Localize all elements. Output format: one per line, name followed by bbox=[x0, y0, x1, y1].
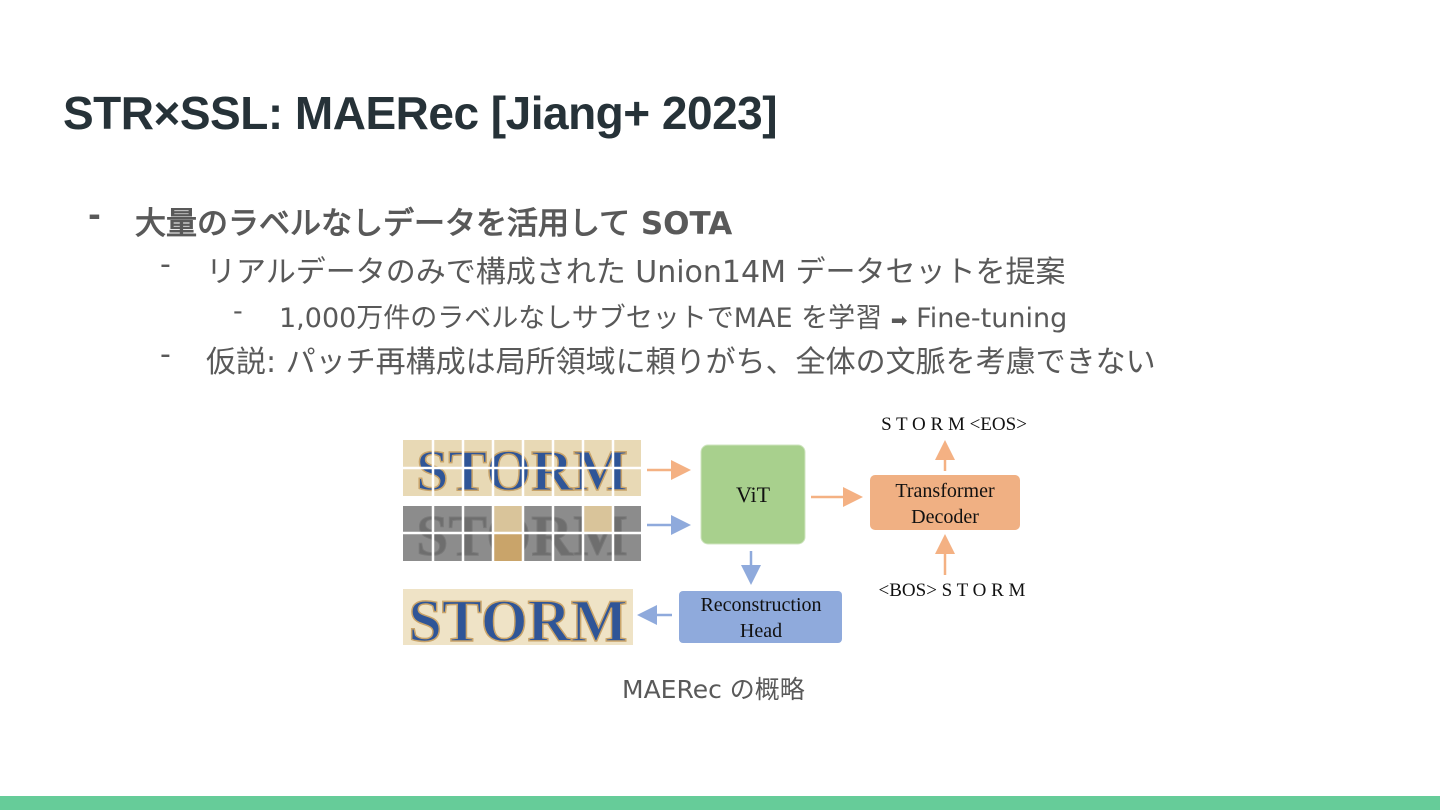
bullet-tail-text: Fine-tuning bbox=[916, 303, 1068, 334]
right-arrow-icon: ➡ bbox=[890, 308, 908, 332]
reconstruction-head-block: Reconstruction Head bbox=[679, 591, 842, 643]
output-tokens: S T O R M <EOS> bbox=[881, 414, 1027, 435]
decoder-label-line1: Transformer bbox=[895, 480, 995, 502]
bullet-text: 1,000万件のラベルなしサブセットでMAE を学習 bbox=[279, 303, 883, 334]
head-label-line2: Head bbox=[740, 620, 782, 642]
vit-block: ViT bbox=[700, 444, 806, 545]
head-label-line1: Reconstruction bbox=[700, 594, 821, 616]
bullet-dash: - bbox=[88, 198, 101, 234]
bullet-dash: - bbox=[160, 247, 171, 282]
reconstructed-word: STORM bbox=[409, 588, 628, 654]
decoder-label-line2: Decoder bbox=[911, 506, 979, 528]
bullet-text: 仮説: パッチ再構成は局所領域に頼りがち、全体の文脈を考慮できない bbox=[206, 345, 1156, 380]
figure-caption: MAERec の概略 bbox=[622, 675, 805, 704]
patched-input-image: STORM bbox=[403, 437, 641, 504]
bullet-dash: - bbox=[160, 337, 171, 372]
transformer-decoder-block: Transformer Decoder bbox=[870, 475, 1020, 530]
footer-accent-bar bbox=[0, 796, 1440, 810]
bullet-text-group: 1,000万件のラベルなしサブセットでMAE を学習 ➡ Fine-tuning bbox=[279, 296, 1067, 335]
bullet-text: 大量のラベルなしデータを活用して SOTA bbox=[135, 206, 733, 242]
vit-label: ViT bbox=[736, 482, 771, 507]
input-tokens: <BOS> S T O R M bbox=[879, 580, 1026, 601]
bullet-text: リアルデータのみで構成された Union14M データセットを提案 bbox=[206, 255, 1066, 290]
maerec-diagram: STORM STORM bbox=[400, 405, 1040, 655]
slide-title: STR×SSL: MAERec [Jiang+ 2023] bbox=[63, 87, 778, 139]
masked-input-image: STORM bbox=[403, 503, 641, 569]
reconstructed-image: STORM bbox=[403, 587, 633, 655]
bullet-dash: - bbox=[233, 296, 243, 327]
